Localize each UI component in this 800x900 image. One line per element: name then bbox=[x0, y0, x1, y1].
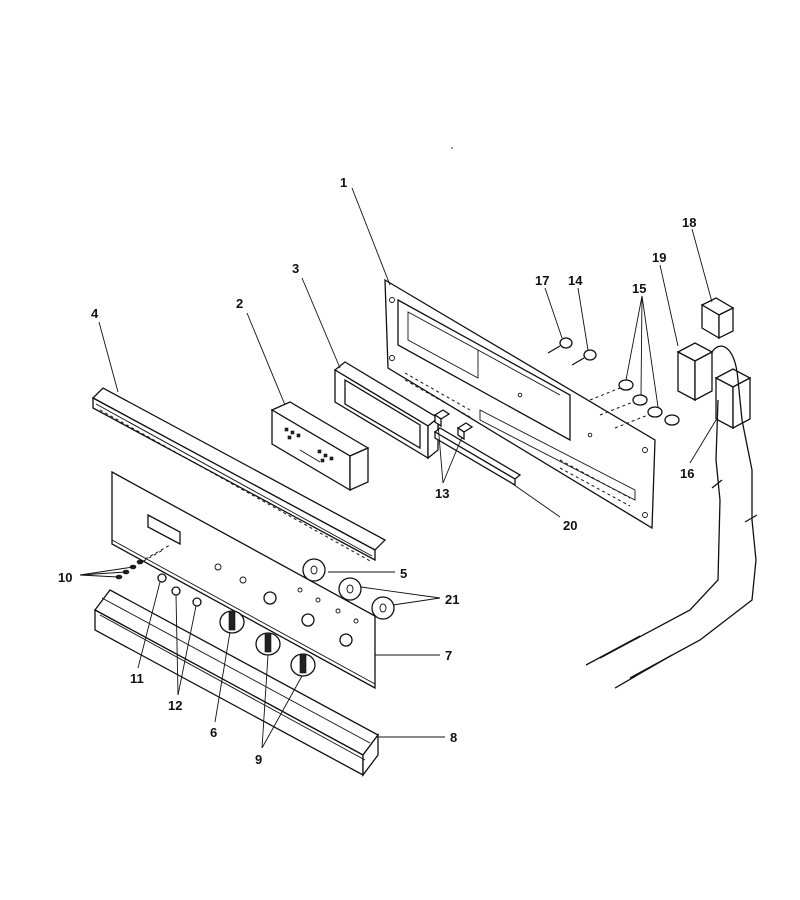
part-label-11: 11 bbox=[130, 671, 144, 686]
part-label-20: 20 bbox=[563, 518, 577, 533]
sensor-probes bbox=[585, 345, 758, 689]
display-module bbox=[270, 401, 370, 492]
part-label-16: 16 bbox=[680, 466, 694, 481]
part-label-19: 19 bbox=[652, 250, 666, 265]
top-trim bbox=[91, 387, 387, 563]
part-labels: 1 2 3 4 5 6 7 8 9 10 11 12 13 14 15 16 1… bbox=[58, 175, 696, 767]
rear-control-panel bbox=[384, 278, 656, 530]
leader-lines bbox=[79, 187, 717, 749]
connectors bbox=[589, 379, 680, 429]
part-label-21: 21 bbox=[445, 592, 459, 607]
front-control-panel bbox=[111, 470, 376, 690]
part-label-15: 15 bbox=[632, 281, 646, 296]
part-label-12: 12 bbox=[168, 698, 182, 713]
part-label-13: 13 bbox=[435, 486, 449, 501]
small-knobs bbox=[157, 573, 353, 647]
part-label-7: 7 bbox=[445, 648, 452, 663]
clips bbox=[433, 409, 474, 441]
part-label-4: 4 bbox=[91, 306, 99, 321]
washers bbox=[302, 558, 395, 620]
display-frame bbox=[333, 361, 440, 460]
part-label-3: 3 bbox=[292, 261, 299, 276]
part-label-1: 1 bbox=[340, 175, 347, 190]
part-label-2: 2 bbox=[236, 296, 243, 311]
part-label-10: 10 bbox=[58, 570, 72, 585]
part-label-8: 8 bbox=[450, 730, 457, 745]
part-label-18: 18 bbox=[682, 215, 696, 230]
part-label-17: 17 bbox=[535, 273, 549, 288]
part-label-5: 5 bbox=[400, 566, 407, 581]
relay-boxes bbox=[676, 297, 752, 430]
bottom-trim bbox=[94, 589, 379, 777]
panel-screws bbox=[547, 337, 597, 366]
speck bbox=[451, 147, 453, 149]
part-label-14: 14 bbox=[568, 273, 583, 288]
part-label-6: 6 bbox=[210, 725, 217, 740]
part-label-9: 9 bbox=[255, 752, 262, 767]
